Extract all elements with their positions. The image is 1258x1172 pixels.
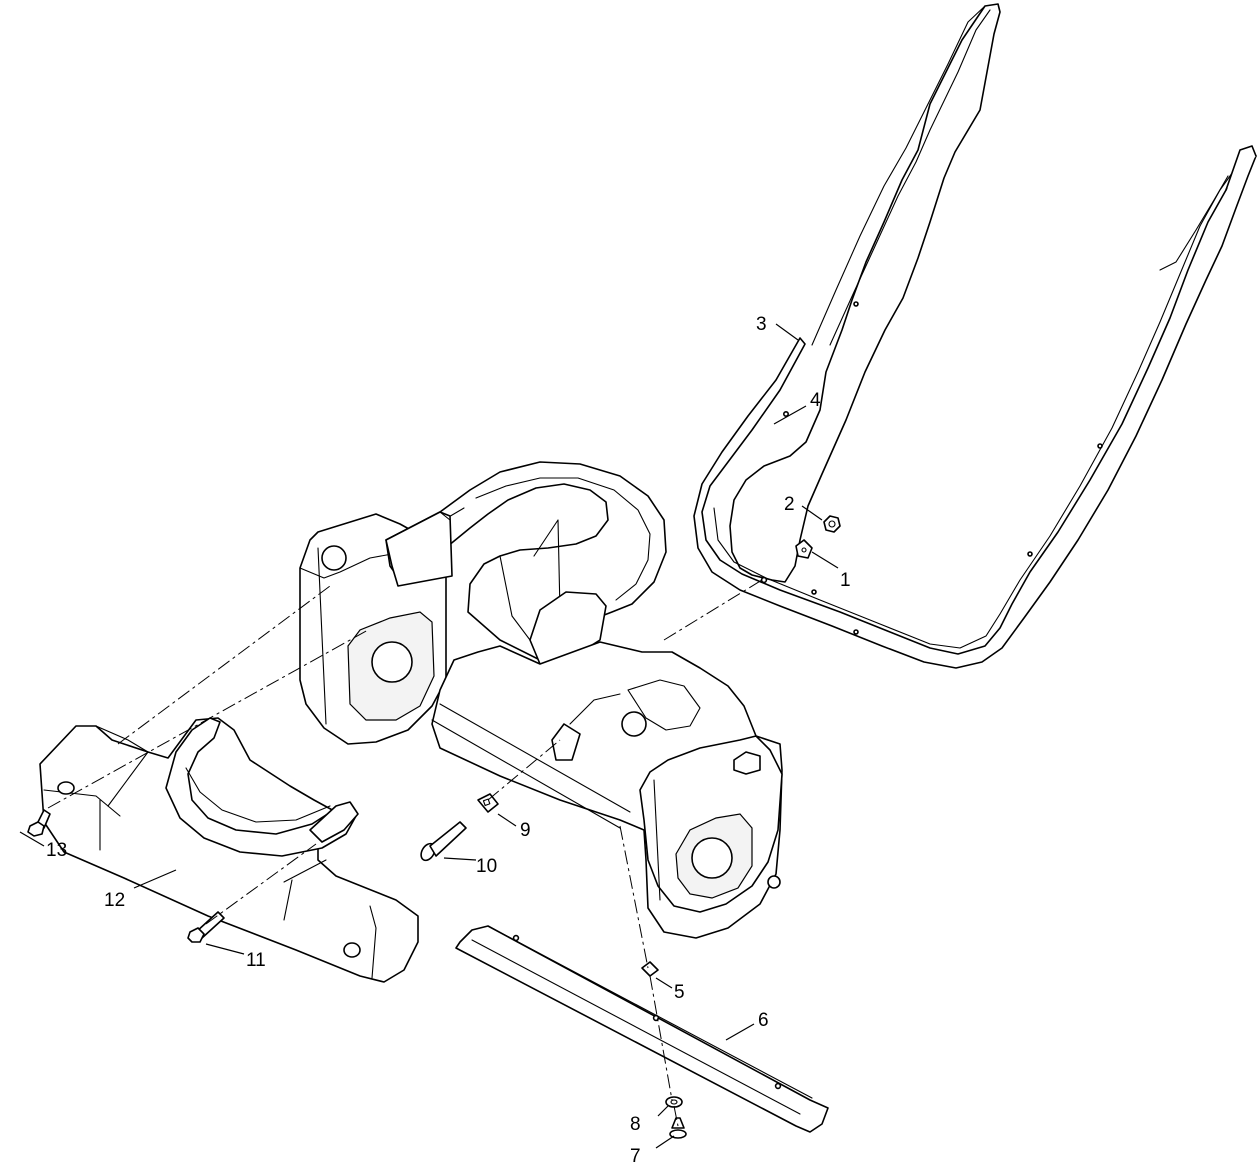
callout-10: 10 [476, 856, 497, 877]
phantom-lines [47, 579, 763, 1127]
square-nut-5 [641, 961, 659, 977]
callout-1: 1 [840, 570, 851, 591]
front-beam [39, 717, 419, 983]
callout-8: 8 [630, 1114, 641, 1135]
nut-2 [823, 515, 841, 533]
callout-3: 3 [756, 314, 767, 335]
callout-12: 12 [104, 890, 125, 911]
callout-9: 9 [520, 820, 531, 841]
callout-11: 11 [246, 950, 266, 971]
washer-8 [665, 1096, 683, 1108]
clip-1 [795, 539, 813, 559]
callout-2: 2 [784, 494, 795, 515]
callout-5: 5 [674, 982, 685, 1003]
screw-7 [669, 1117, 687, 1139]
carriage-bolt-10 [420, 821, 467, 862]
leader-lines [19, 323, 839, 1149]
square-nut-9 [477, 793, 499, 813]
handle-frame [693, 3, 1257, 669]
main-housing [299, 461, 783, 939]
callout-7: 7 [630, 1146, 641, 1167]
callout-13: 13 [46, 840, 67, 861]
callout-labels: 1 2 3 4 5 6 7 8 9 10 11 12 13 [46, 314, 851, 1167]
scraper-bar [455, 925, 829, 1133]
callout-6: 6 [758, 1010, 769, 1031]
bolt-11 [187, 911, 225, 943]
callout-4: 4 [810, 390, 821, 411]
bolt-13 [27, 809, 51, 837]
